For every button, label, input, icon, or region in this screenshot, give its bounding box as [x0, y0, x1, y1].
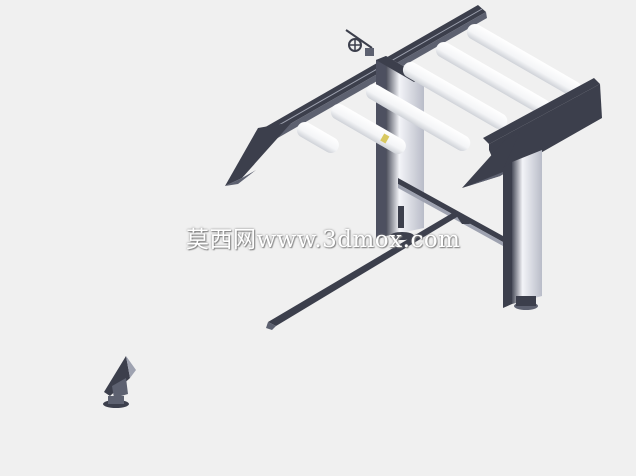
roller	[466, 23, 582, 97]
roller	[402, 62, 508, 129]
roller	[435, 42, 551, 115]
watermark-text: 莫西网www.3dmox.com	[186, 227, 461, 253]
conveyor-rollers	[296, 23, 582, 154]
back-side-rail	[255, 5, 487, 147]
roller	[365, 84, 471, 151]
lower-support-arm	[266, 212, 470, 330]
detached-foot-part	[103, 356, 136, 408]
front-post	[503, 150, 542, 310]
handwheel	[345, 29, 374, 56]
front-infeed-guide	[462, 132, 520, 188]
front-side-rail	[225, 78, 602, 186]
roller	[330, 104, 406, 154]
roller	[296, 122, 339, 153]
